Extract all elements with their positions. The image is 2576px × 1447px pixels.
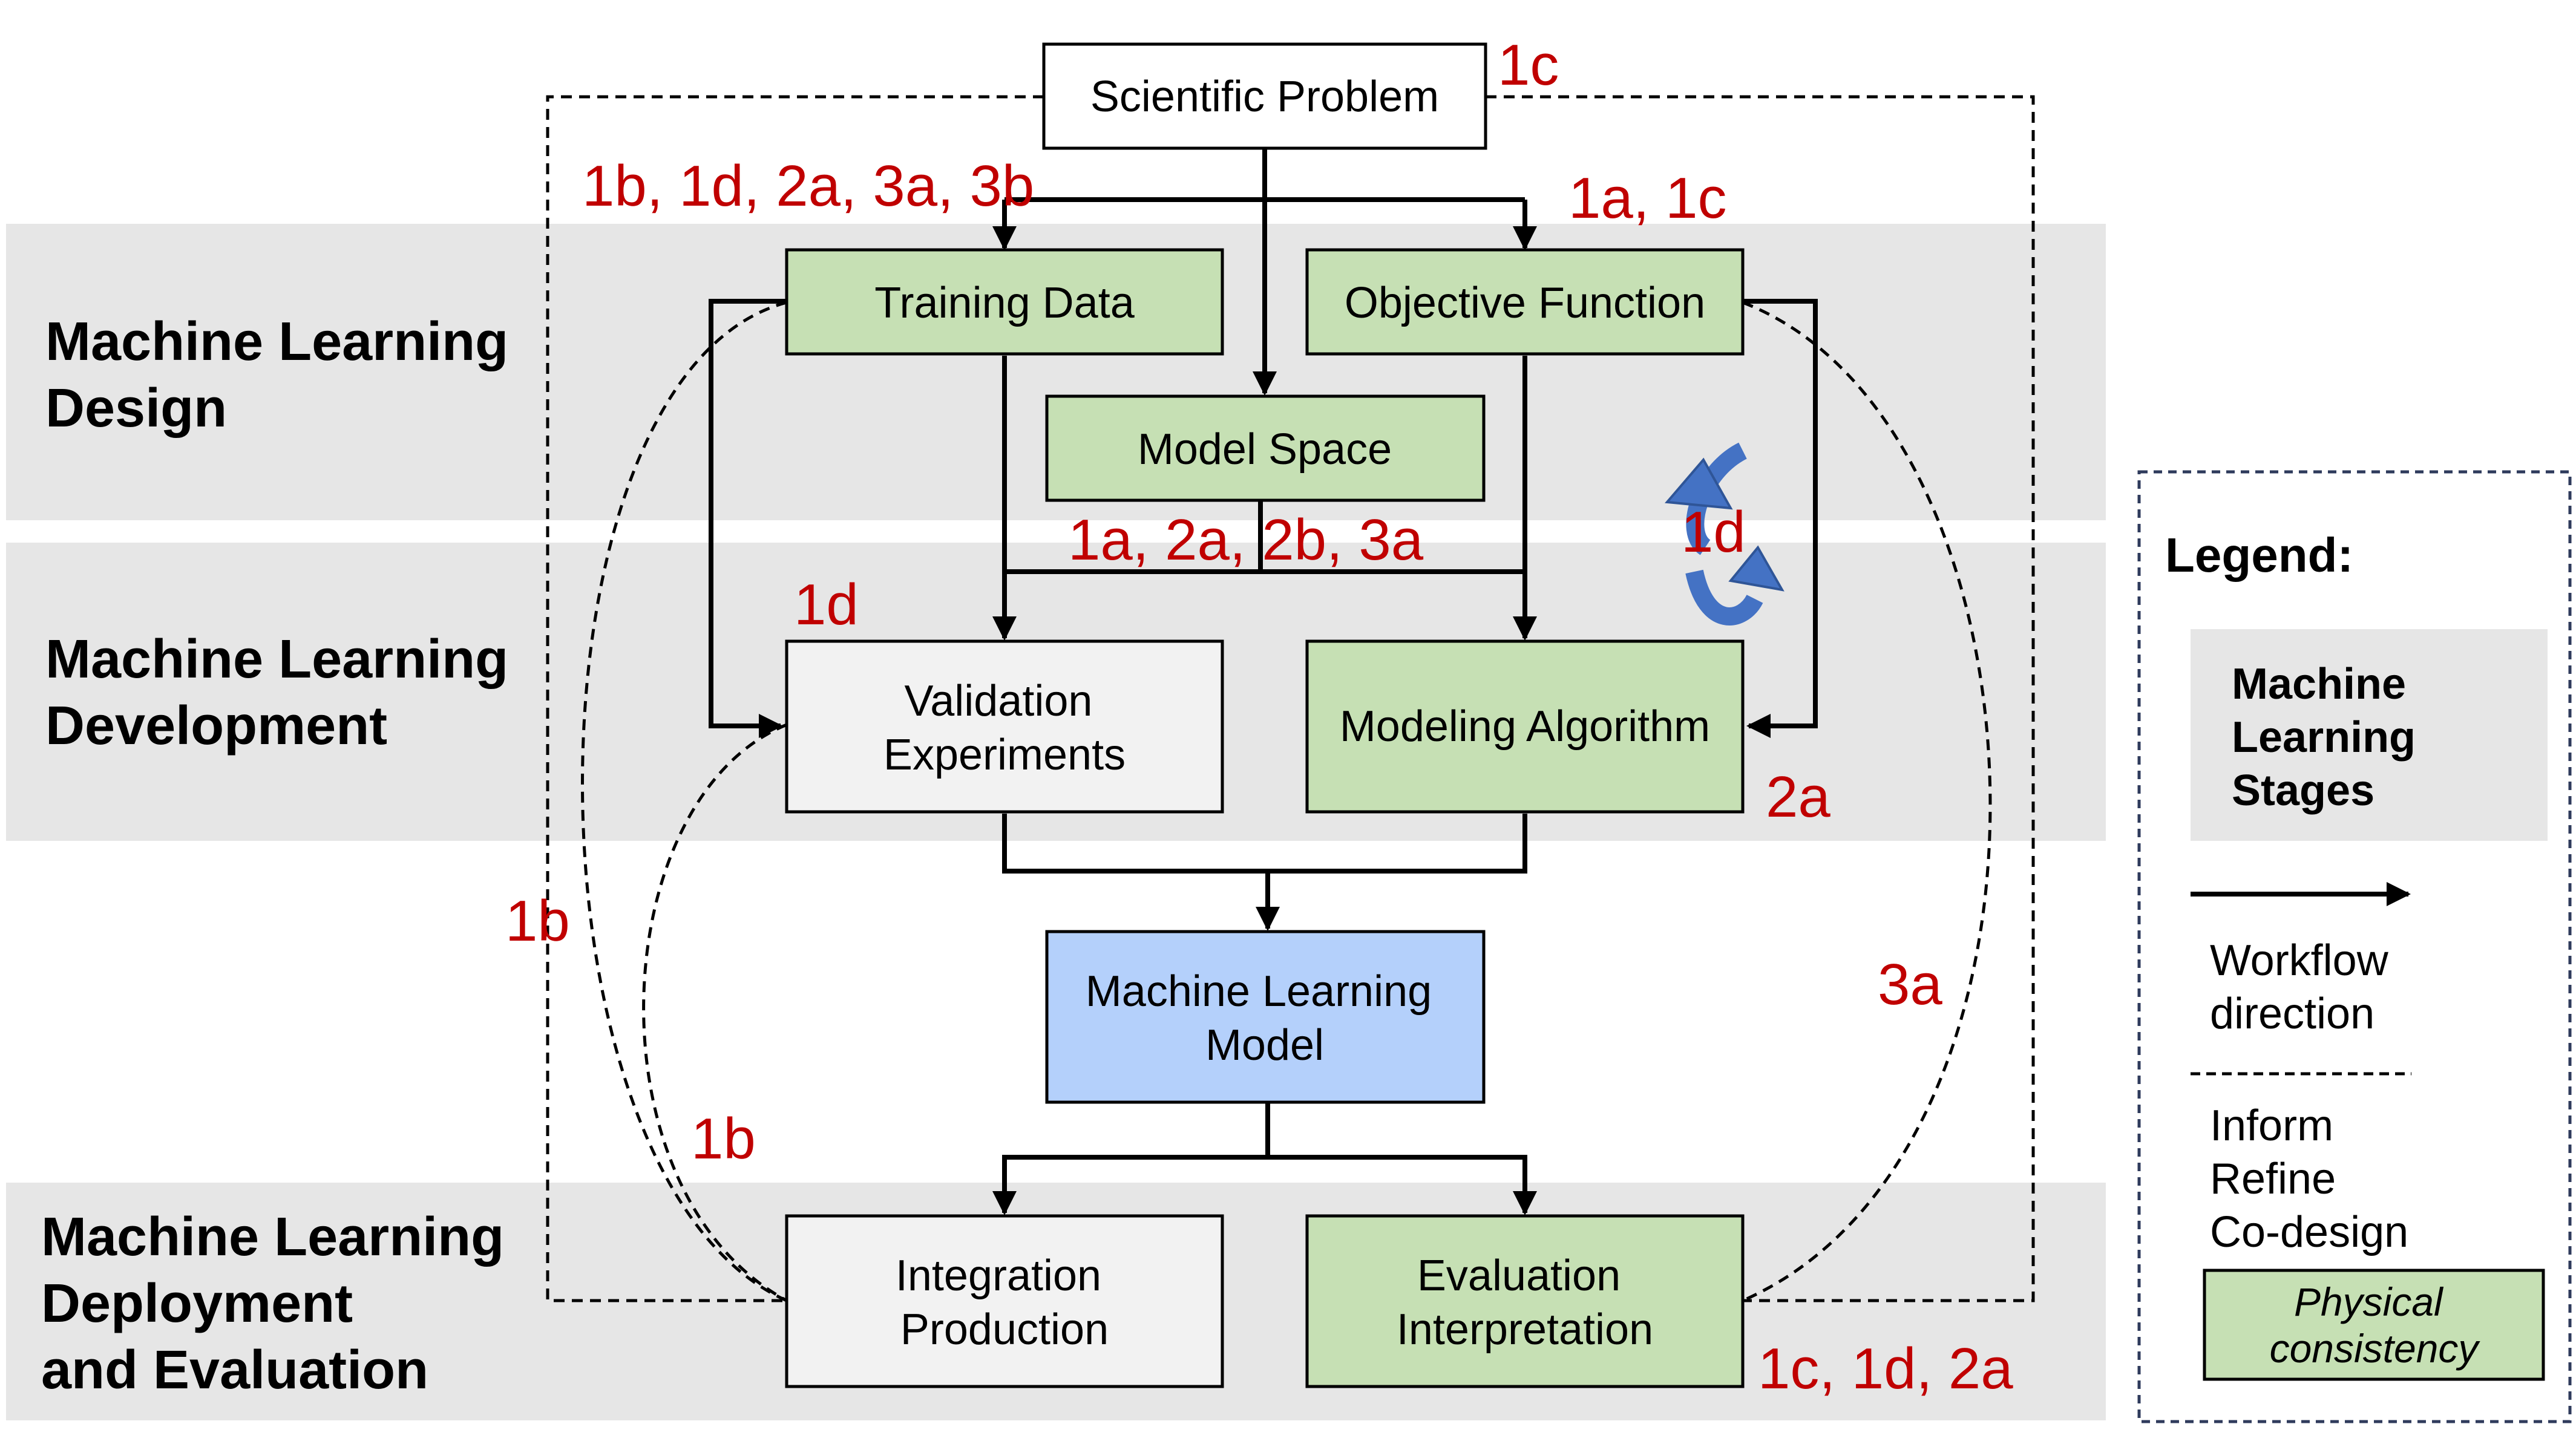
tag-model-space: 1a, 2a, 2b, 3a bbox=[1068, 508, 1424, 572]
model-space-box: Model Space bbox=[1045, 394, 1486, 502]
tag-evaluation-interpretation: 1c, 1d, 2a bbox=[1758, 1336, 2013, 1401]
tag-right-loop: 3a bbox=[1878, 952, 1942, 1017]
training-to-validation bbox=[709, 299, 787, 738]
stage-label-design: Machine Learning Design bbox=[45, 312, 523, 439]
workflow-frame bbox=[546, 95, 2035, 1302]
objective-to-algorithm bbox=[1743, 299, 1818, 738]
modeling-algorithm-box: Modeling Algorithm bbox=[1305, 639, 1745, 814]
tag-validation-experiments: 1d bbox=[794, 572, 859, 637]
left-loop-outer bbox=[581, 301, 788, 1302]
ml-model-box: Machine Learning Model bbox=[1045, 930, 1486, 1104]
svg-text:Training Data: Training Data bbox=[874, 279, 1135, 327]
legend-physical-swatch bbox=[2203, 1269, 2545, 1381]
left-loop-inner bbox=[642, 723, 788, 1302]
requirement-tags: 1c 1b, 1d, 2a, 3a, 3b 1a, 1c 1a, 2a, 2b,… bbox=[505, 33, 2013, 1401]
svg-text:Modeling Algorithm: Modeling Algorithm bbox=[1340, 702, 1710, 751]
validation-merge bbox=[1002, 814, 1527, 874]
stage-label-deployment: Machine Learning Deployment and Evaluati… bbox=[41, 1207, 519, 1400]
deploy-branch bbox=[992, 1155, 1537, 1215]
svg-text:Machine Learning Model: Machine Learning Model bbox=[1086, 967, 1444, 1070]
legend-workflow-label: Workflow direction bbox=[2210, 936, 2401, 1038]
evaluation-interpretation-box: Evaluation Interpretation bbox=[1305, 1214, 1745, 1388]
legend-inform-label: Inform Refine Co-design bbox=[2210, 1102, 2408, 1256]
svg-text:Integration Production: Integration Production bbox=[896, 1252, 1113, 1354]
tag-training-data: 1b, 1d, 2a, 3a, 3b bbox=[582, 154, 1034, 218]
cycle-icon bbox=[1664, 442, 1785, 626]
svg-text:Evaluation Interpretatio: Evaluation Interpretation bbox=[1397, 1252, 1653, 1354]
tag-objective-function: 1a, 1c bbox=[1568, 166, 1727, 230]
svg-text:Model Space: Model Space bbox=[1138, 425, 1392, 474]
validation-experiments-box: Validation Experiments bbox=[785, 639, 1224, 814]
legend-stages-label: Machine Learning Stages bbox=[2232, 660, 2428, 815]
tag-cycle: 1d bbox=[1681, 500, 1746, 564]
legend-physical-label: Physical consistency bbox=[2270, 1279, 2481, 1371]
legend-title: Legend: bbox=[2165, 528, 2353, 582]
svg-text:Objective Function: Objective Function bbox=[1345, 279, 1705, 327]
svg-text:Scientific Problem: Scientific Problem bbox=[1090, 73, 1439, 121]
right-loop bbox=[1742, 301, 1992, 1302]
legend-stages-swatch bbox=[2191, 629, 2548, 841]
tag-scientific-problem: 1c bbox=[1498, 33, 1559, 97]
tag-modeling-algorithm: 2a bbox=[1766, 765, 1830, 829]
tag-left-loop-inner: 1b bbox=[691, 1106, 756, 1171]
tag-left-loop-outer: 1b bbox=[505, 889, 570, 953]
scientific-problem-box: Scientific Problem bbox=[1042, 42, 1487, 150]
training-data-box: Training Data bbox=[785, 248, 1224, 356]
workflow-connectors bbox=[709, 148, 1818, 1215]
stage-label-development: Machine Learning Development bbox=[45, 629, 523, 756]
svg-text:Validation Experiments: Validation Experiments bbox=[883, 677, 1126, 779]
integration-production-box: Integration Production bbox=[785, 1214, 1224, 1388]
objective-function-box: Objective Function bbox=[1305, 248, 1745, 356]
legend: Legend: Machine Learning Stages Workflow… bbox=[2137, 470, 2572, 1423]
